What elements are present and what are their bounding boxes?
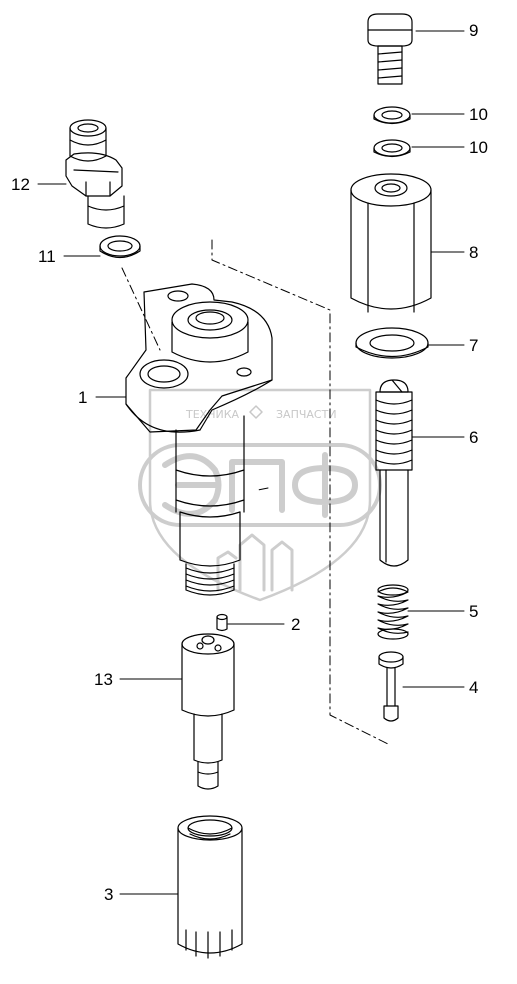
assembly-centerlines: [121, 239, 391, 746]
callout-2: 2: [291, 615, 301, 634]
part-11-washer: [99, 235, 141, 259]
callout-10-lower: 10: [469, 138, 488, 157]
part-10-washer-lower: [373, 139, 411, 158]
watermark-logo: [138, 388, 382, 602]
callout-8: 8: [469, 243, 479, 262]
part-5-spring: [377, 584, 409, 640]
part-2-dowel-pin: [216, 613, 228, 632]
callout-1: 1: [78, 388, 88, 407]
part-13-nozzle: [181, 633, 235, 790]
part-7-gasket: [355, 327, 429, 359]
callout-5: 5: [469, 602, 479, 621]
callout-3: 3: [104, 885, 114, 904]
part-1-injector-body: [125, 283, 273, 596]
part-3-nozzle-nut: [177, 815, 243, 959]
part-6-plunger: [375, 379, 413, 567]
callout-11: 11: [38, 247, 56, 266]
watermark-brand-top-right: ЗАПЧАСТИ: [276, 408, 337, 421]
callout-12: 12: [11, 175, 30, 194]
part-10-washer-upper: [373, 106, 411, 125]
part-4-pin: [378, 651, 404, 722]
callout-6: 6: [469, 428, 479, 447]
watermark-brand-top: ТЕХНИКА: [185, 408, 240, 421]
callout-13: 13: [94, 670, 113, 689]
part-8-sleeve: [350, 173, 432, 313]
callout-4: 4: [469, 678, 479, 697]
watermark-gear-icon: [249, 405, 263, 419]
callout-9: 9: [469, 21, 479, 40]
part-12-fitting: [65, 119, 125, 229]
callout-10-upper: 10: [469, 105, 488, 124]
leader-lines: [37, 30, 465, 895]
callout-7: 7: [469, 336, 479, 355]
part-9-bolt: [367, 13, 413, 85]
